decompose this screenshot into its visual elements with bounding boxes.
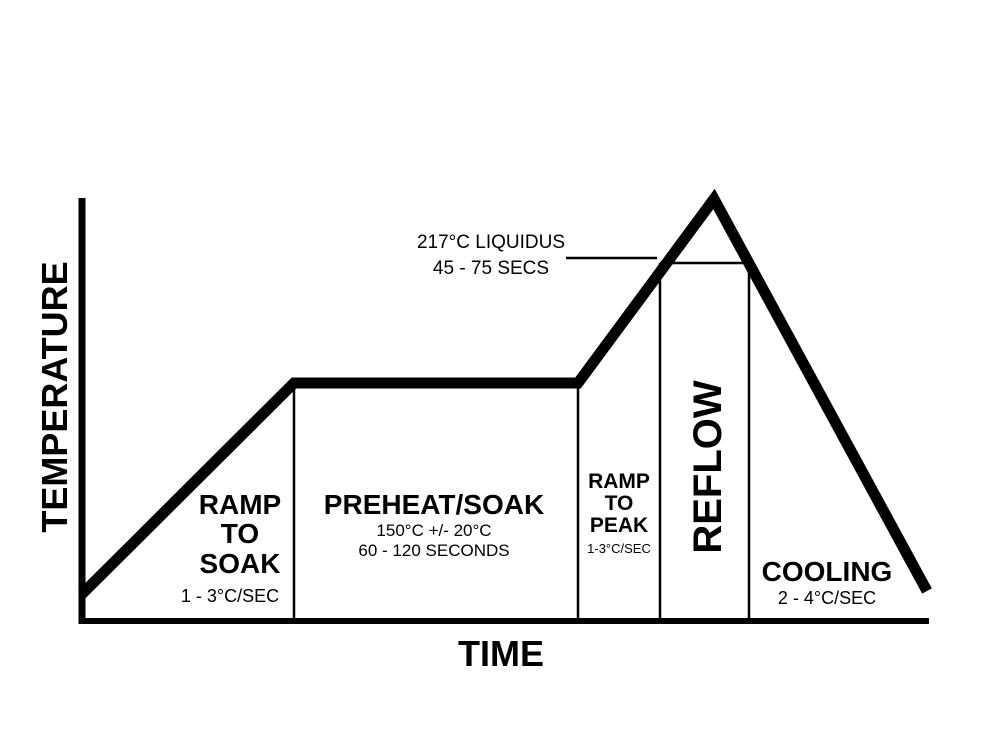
ramp-to-peak-label-line3: PEAK [590, 514, 648, 537]
y-axis-label: TEMPERATURE [34, 261, 75, 532]
cooling-rate: 2 - 4°C/SEC [778, 588, 876, 608]
ramp-to-soak-rate: 1 - 3°C/SEC [181, 586, 279, 606]
preheat-soak-temp: 150°C +/- 20°C [376, 521, 491, 540]
preheat-soak-title: PREHEAT/SOAK [324, 489, 544, 520]
ramp-to-soak-label-line2: TO [221, 518, 259, 549]
ramp-to-soak-label-line1: RAMP [199, 489, 281, 520]
preheat-soak-duration: 60 - 120 SECONDS [358, 541, 509, 560]
x-axis-label: TIME [458, 633, 544, 674]
ramp-to-peak-label-line2: TO [605, 492, 634, 515]
ramp-to-peak-label-line1: RAMP [588, 470, 650, 493]
liquidus-time-label: 45 - 75 SECS [433, 258, 549, 279]
reflow-label: REFLOW [686, 380, 730, 554]
liquidus-temp-label: 217°C LIQUIDUS [417, 232, 565, 253]
ramp-to-soak-label-line3: SOAK [200, 548, 281, 579]
cooling-label: COOLING [762, 556, 893, 587]
ramp-to-peak-rate: 1-3°C/SEC [587, 541, 651, 556]
